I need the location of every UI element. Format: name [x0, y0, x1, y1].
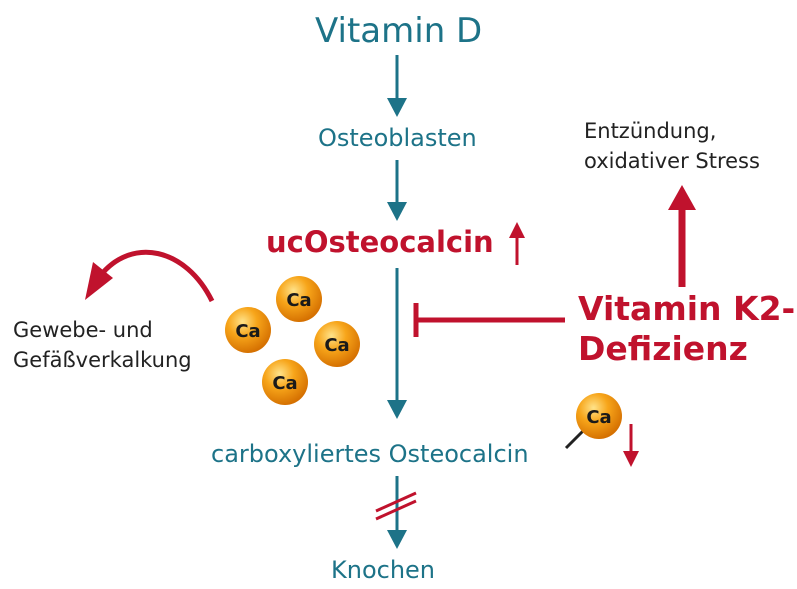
blocked-mark: [375, 491, 417, 521]
arrow-curve-to-gewebe: [85, 249, 215, 303]
arrow-k2-to-entzuendung: [668, 185, 696, 287]
node-carboxyliertes-osteocalcin: carboxyliertes Osteocalcin: [211, 440, 529, 468]
calcium-label: Ca: [586, 407, 611, 428]
calcium-ion: [314, 321, 360, 367]
node-entzuendung-line1: Entzündung,: [584, 119, 717, 143]
inhibition-line: [413, 303, 565, 337]
arrow-vitamind-to-osteoblasten: [387, 55, 407, 117]
node-osteoblasten: Osteoblasten: [318, 124, 477, 152]
increase-arrow: [509, 222, 525, 265]
calcium-label: Ca: [272, 373, 297, 394]
node-gewebe-line2: Gefäßverkalkung: [13, 348, 192, 372]
arrow-osteoblasten-to-ucosteocalcin: [387, 160, 407, 221]
node-vitamin-k2-line2: Defizienz: [578, 329, 748, 368]
calcium-ion: [576, 393, 622, 439]
node-ucosteocalcin: ucOsteocalcin: [266, 225, 494, 259]
calcium-ion: [276, 276, 322, 322]
arrow-ucosteocalcin-to-carboxyliertes: [387, 268, 407, 419]
calcium-bond: [564, 429, 585, 450]
calcium-ion: [225, 307, 271, 353]
node-gewebe-line1: Gewebe- und: [13, 318, 153, 342]
node-entzuendung-line2: oxidativer Stress: [584, 149, 760, 173]
calcium-label: Ca: [324, 335, 349, 356]
node-vitamin-d: Vitamin D: [315, 11, 483, 51]
node-vitamin-k2-line1: Vitamin K2-: [578, 289, 796, 328]
calcium-label: Ca: [286, 290, 311, 311]
decrease-arrow: [623, 424, 639, 467]
node-knochen: Knochen: [331, 556, 436, 584]
calcium-label: Ca: [235, 321, 260, 342]
calcium-ion: [262, 359, 308, 405]
